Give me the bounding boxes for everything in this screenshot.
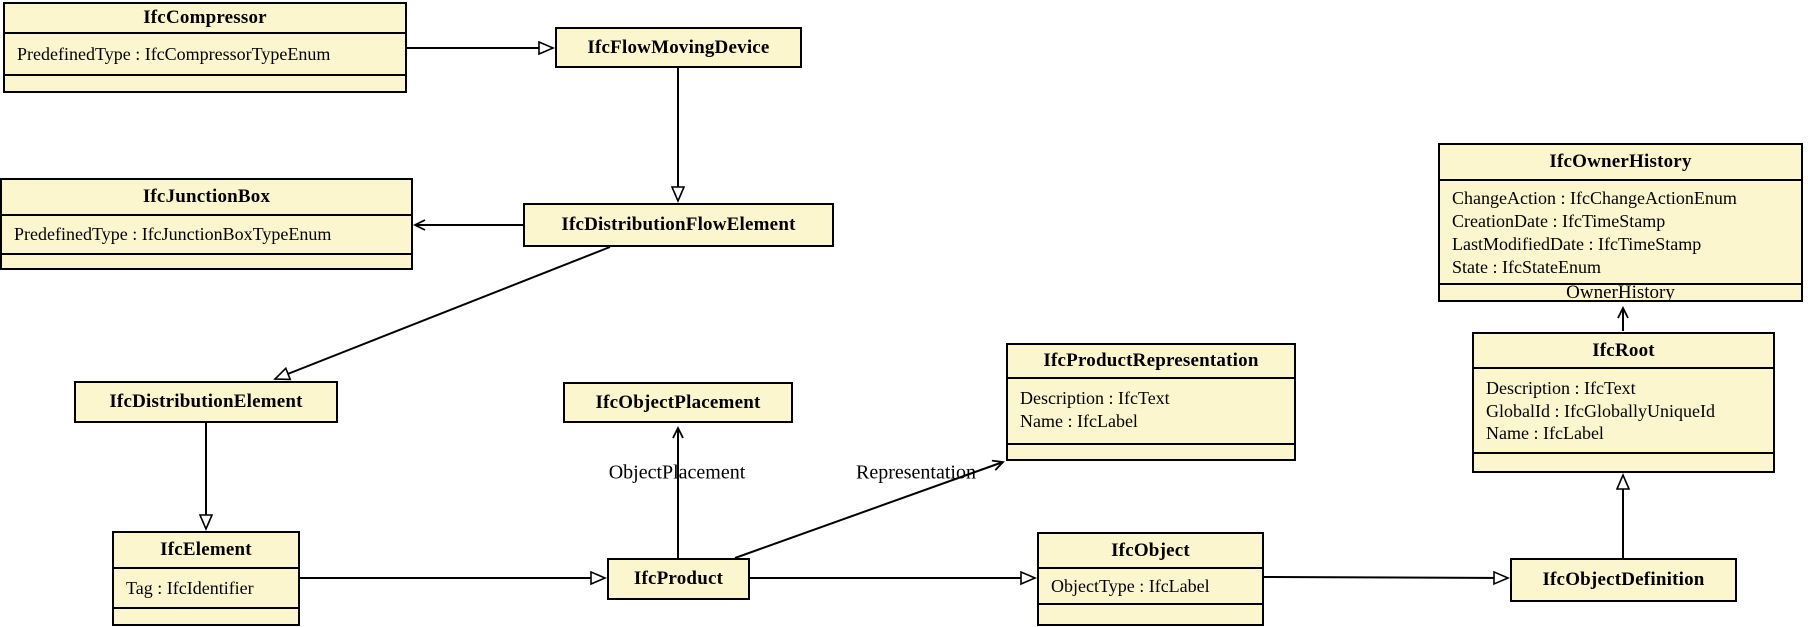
class-box-ifcobjectplacement[interactable]: IfcObjectPlacement (563, 382, 793, 423)
empty-compartment (5, 76, 405, 91)
class-attribute: LastModifiedDate : IfcTimeStamp (1452, 234, 1702, 254)
attributes-compartment: PredefinedType : IfcJunctionBoxTypeEnum (2, 216, 411, 255)
attributes-compartment: Description : IfcText Name : IfcLabel (1008, 379, 1294, 445)
class-title-ifcelement: IfcElement (114, 533, 298, 569)
class-attribute: Tag : IfcIdentifier (126, 577, 254, 598)
class-box-ifcjunctionbox[interactable]: IfcJunctionBox PredefinedType : IfcJunct… (0, 178, 413, 270)
class-box-ifccompressor[interactable]: IfcCompressor PredefinedType : IfcCompre… (3, 2, 407, 93)
attributes-compartment: PredefinedType : IfcCompressorTypeEnum (5, 34, 405, 76)
class-title-ifcobjectplacement: IfcObjectPlacement (595, 391, 761, 413)
edge-ifcobject-to-ifcobjectdefinition (1263, 577, 1508, 578)
edge-label-owner-history: OwnerHistory (1566, 285, 1675, 300)
class-attribute: PredefinedType : IfcJunctionBoxTypeEnum (14, 224, 332, 244)
class-attribute: CreationDate : IfcTimeStamp (1452, 211, 1666, 231)
class-title-ifcdistributionflowelement: IfcDistributionFlowElement (561, 214, 796, 235)
empty-compartment (1008, 445, 1294, 459)
empty-compartment (2, 255, 411, 268)
attributes-compartment: Description : IfcText GlobalId : IfcGlob… (1474, 369, 1773, 454)
class-attribute: Description : IfcText (1020, 388, 1170, 408)
attributes-compartment: ObjectType : IfcLabel (1039, 569, 1262, 605)
empty-compartment (1039, 605, 1262, 624)
class-attribute: Name : IfcLabel (1020, 411, 1138, 431)
class-box-ifcflowmovingdevice[interactable]: IfcFlowMovingDevice (555, 27, 802, 68)
class-title-ifcdistributionelement: IfcDistributionElement (109, 391, 303, 412)
attributes-compartment: ChangeAction : IfcChangeActionEnum Creat… (1440, 181, 1801, 285)
class-attribute: ChangeAction : IfcChangeActionEnum (1452, 188, 1737, 208)
class-box-ifcobjectdefinition[interactable]: IfcObjectDefinition (1510, 558, 1737, 602)
class-box-ifcroot[interactable]: IfcRoot Description : IfcText GlobalId :… (1472, 332, 1775, 473)
attributes-compartment: Tag : IfcIdentifier (114, 569, 298, 609)
class-title-ifcjunctionbox: IfcJunctionBox (2, 180, 411, 216)
class-attribute: State : IfcStateEnum (1452, 257, 1601, 277)
empty-compartment (1474, 454, 1773, 471)
class-attribute: PredefinedType : IfcCompressorTypeEnum (17, 43, 331, 64)
empty-compartment (114, 609, 298, 624)
class-box-ifcelement[interactable]: IfcElement Tag : IfcIdentifier (112, 531, 300, 626)
class-box-ifcproductrepresentation[interactable]: IfcProductRepresentation Description : I… (1006, 343, 1296, 461)
class-box-ifcdistributionelement[interactable]: IfcDistributionElement (74, 381, 338, 423)
class-box-ifcproduct[interactable]: IfcProduct (607, 558, 750, 600)
class-box-ifcdistributionflowelement[interactable]: IfcDistributionFlowElement (523, 203, 834, 247)
class-attribute: Name : IfcLabel (1486, 423, 1604, 443)
class-attribute: GlobalId : IfcGloballyUniqueId (1486, 400, 1715, 421)
class-title-ifcproduct: IfcProduct (633, 568, 724, 589)
class-attribute: Description : IfcText (1486, 378, 1636, 398)
class-box-ifcobject[interactable]: IfcObject ObjectType : IfcLabel (1037, 532, 1264, 626)
class-title-ifcproductrepresentation: IfcProductRepresentation (1008, 345, 1294, 379)
class-title-ifcobject: IfcObject (1039, 534, 1262, 569)
class-title-ifcobjectdefinition: IfcObjectDefinition (1542, 569, 1705, 590)
edge-label-object-placement: ObjectPlacement (608, 461, 746, 484)
class-attribute: ObjectType : IfcLabel (1051, 575, 1210, 596)
class-title-ifcroot: IfcRoot (1474, 334, 1773, 369)
class-box-ifcownerhistory[interactable]: IfcOwnerHistory ChangeAction : IfcChange… (1438, 143, 1803, 302)
class-title-ifcownerhistory: IfcOwnerHistory (1440, 145, 1801, 181)
class-title-ifcflowmovingdevice: IfcFlowMovingDevice (587, 36, 770, 58)
class-title-ifccompressor: IfcCompressor (5, 4, 405, 34)
edge-label-representation: Representation (856, 461, 976, 484)
